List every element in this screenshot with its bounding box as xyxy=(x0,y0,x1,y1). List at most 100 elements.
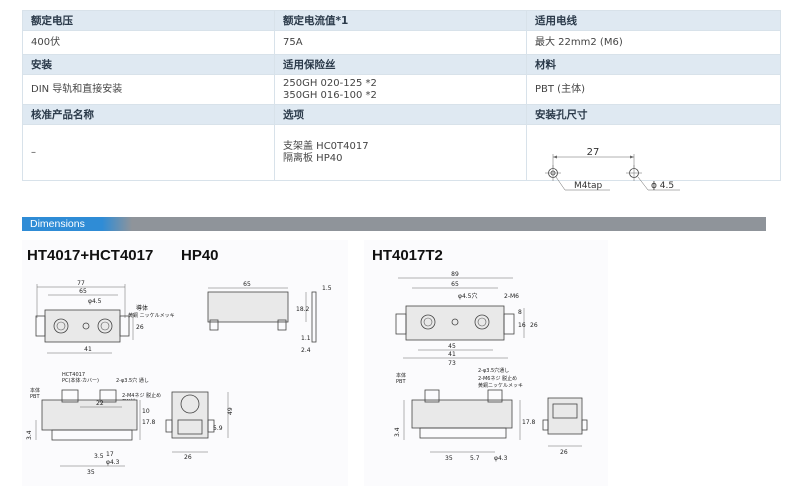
dimension-label: 8 xyxy=(518,309,522,316)
model-title-ht4017-hct4017: HT4017+HCT4017 xyxy=(27,247,154,264)
spec-header-cell: 适用保险丝 xyxy=(274,54,527,75)
dimension-label: 89 xyxy=(451,271,459,278)
dimension-label: 2-M6 xyxy=(504,293,519,300)
dimension-label: 65 xyxy=(451,281,459,288)
dimensions-section-bar: Dimensions xyxy=(22,217,766,231)
spec-value-cell: 400伏 xyxy=(22,30,275,55)
ht4017-top-view: 77 65 φ4.5 41 26 導体 黄銅 ニッケルメッキ xyxy=(35,280,175,354)
dimension-label: 3.4 xyxy=(394,427,401,437)
dimension-label: 41 xyxy=(84,346,92,353)
dimension-label: 3.4 xyxy=(26,430,33,440)
hole-dim-27: 27 xyxy=(587,147,600,158)
spec-cell-text: PBT (主体) xyxy=(535,83,585,95)
dimension-label: φ4.5穴 xyxy=(458,292,478,300)
right-drawing-panel xyxy=(364,240,608,486)
dimension-label: 2-φ3.5穴通し xyxy=(478,367,509,374)
dimension-label: 35 xyxy=(445,455,453,462)
dimension-label: 黄銅 ニッケルメッキ xyxy=(128,312,175,319)
model-title-ht4017t2: HT4017T2 xyxy=(372,247,443,264)
spec-cell-text: 安装孔尺寸 xyxy=(535,108,588,121)
spec-header-cell: 材料 xyxy=(526,54,781,75)
dimension-label: 3.5 xyxy=(94,453,104,460)
dimension-label: 26 xyxy=(136,324,144,331)
spec-header-cell: 额定电流值*1 xyxy=(274,10,527,31)
dimension-label: 22 xyxy=(96,400,104,407)
dimension-label: PBT xyxy=(30,394,40,400)
dimension-label: 1.5 xyxy=(322,285,332,292)
dimension-label: 18.2 xyxy=(296,306,310,313)
dimension-label: 17.8 xyxy=(522,419,536,426)
spec-cell-text: 额定电压 xyxy=(31,14,73,27)
spec-header-cell: 额定电压 xyxy=(22,10,275,31)
spec-cell-text: 核准产品名称 xyxy=(31,108,94,121)
spec-header-cell: 安装 xyxy=(22,54,275,75)
spec-table: 额定电压 额定电流值*1 适用电线 400伏 75A 最大 22mm2 (M6) 安装 适用保… xyxy=(22,10,781,181)
dimension-label: 本体 xyxy=(30,387,40,394)
dimension-label: PC(本体·カバー) xyxy=(62,377,99,384)
dimension-label: 2-M4ネジ 脱止め xyxy=(122,392,161,399)
dimension-label: φ4.5 xyxy=(88,298,102,305)
spec-cell-text: 最大 22mm2 (M6) xyxy=(535,36,623,48)
dimension-label: φ4.3 xyxy=(494,455,508,462)
spec-cell-text: 材料 xyxy=(535,58,556,71)
ht4017t2-top-view: 89 65 φ4.5穴 2-M6 45 41 73 16 26 8 xyxy=(395,271,538,367)
dimension-label: 65 xyxy=(79,288,87,295)
ht4017t2-side-view: 本体 PBT 2-φ3.5穴通し 2-M6ネジ 脱止め 黄銅ニッケルメッキ 3.… xyxy=(394,367,536,462)
dimension-label: 黄銅ニッケルメッキ xyxy=(478,382,523,389)
spec-cell-text: 75A xyxy=(283,36,303,48)
mounting-hole-diagram: 27 M4tap ϕ 4.5 xyxy=(545,147,680,191)
dimension-label: 2-M6ネジ 脱止め xyxy=(478,375,517,382)
spec-cell-text: 选项 xyxy=(283,108,304,121)
spec-cell-text: 适用保险丝 xyxy=(283,58,336,71)
spec-value-cell: 最大 22mm2 (M6) xyxy=(526,30,781,55)
spec-header-cell: 适用电线 xyxy=(526,10,781,31)
hp40-plate-view: 65 18.2 1.5 1.1 2.4 xyxy=(207,281,332,354)
dimension-label: 45 xyxy=(448,343,456,350)
spec-value-cell: – xyxy=(22,124,275,181)
model-title-hp40: HP40 xyxy=(181,247,219,264)
spec-header-cell: 核准产品名称 xyxy=(22,104,275,125)
dimension-label: 2.4 xyxy=(301,347,311,354)
ht4017-side-view: HCT4017 PC(本体·カバー) 2-φ3.5穴 通し 本体 PBT 2-M… xyxy=(26,372,161,476)
dimension-label: 77 xyxy=(77,280,85,287)
spec-cell-text: 支架盖 HC0T4017 隔离板 HP40 xyxy=(283,140,369,164)
ht4017t2-end-view: 26 xyxy=(542,397,588,456)
spec-cell-text: DIN 导轨和直接安装 xyxy=(31,83,123,95)
spec-cell-text: 适用电线 xyxy=(535,14,577,27)
dimension-label: 17 xyxy=(106,451,114,458)
dimension-label: 導体 xyxy=(136,304,148,312)
spec-value-cell xyxy=(526,124,781,181)
dimension-label: 35 xyxy=(87,469,95,476)
spec-value-cell: 支架盖 HC0T4017 隔离板 HP40 xyxy=(274,124,527,181)
dimension-label: 5.9 xyxy=(213,425,223,432)
spec-header-row: 安装 适用保险丝 材料 xyxy=(22,54,781,75)
spec-cell-text: – xyxy=(31,146,36,158)
dimension-label: 65 xyxy=(243,281,251,288)
dimension-label: PBT xyxy=(396,379,406,385)
left-drawing-panel xyxy=(22,240,348,486)
hole-dia-label: ϕ 4.5 xyxy=(651,181,674,191)
ht4017-end-view: 49 26 5.9 xyxy=(165,391,234,461)
hole-tap-label: M4tap xyxy=(574,181,603,191)
dimension-label: 5.7 xyxy=(470,455,480,462)
dimension-label: HCT4017 xyxy=(62,372,85,378)
dimension-label: 26 xyxy=(560,449,568,456)
dimension-label: 本体 xyxy=(396,372,406,379)
dimension-label: 1.1 xyxy=(301,335,311,342)
dimensions-label: Dimensions xyxy=(30,218,85,230)
dimension-label: 73 xyxy=(448,360,456,367)
spec-value-row: – 支架盖 HC0T4017 隔离板 HP40 xyxy=(22,124,781,181)
spec-cell-text: 额定电流值*1 xyxy=(283,14,349,27)
dimension-label: 17.8 xyxy=(142,419,156,426)
spec-value-row: DIN 导轨和直接安装 250GH 020-125 *2 350GH 016-10… xyxy=(22,74,781,105)
dimension-label: 26 xyxy=(530,322,538,329)
dimension-label: φ4.3 xyxy=(106,459,120,466)
dimension-label: 2-φ3.5穴 通し xyxy=(116,377,149,384)
spec-cell-text: 安装 xyxy=(31,58,52,71)
dimension-label: 41 xyxy=(448,351,456,358)
spec-value-cell: 250GH 020-125 *2 350GH 016-100 *2 xyxy=(274,74,527,105)
dimension-label: 10 xyxy=(142,408,150,415)
dimension-label: 26 xyxy=(184,454,192,461)
spec-cell-text: 250GH 020-125 *2 350GH 016-100 *2 xyxy=(283,77,377,101)
